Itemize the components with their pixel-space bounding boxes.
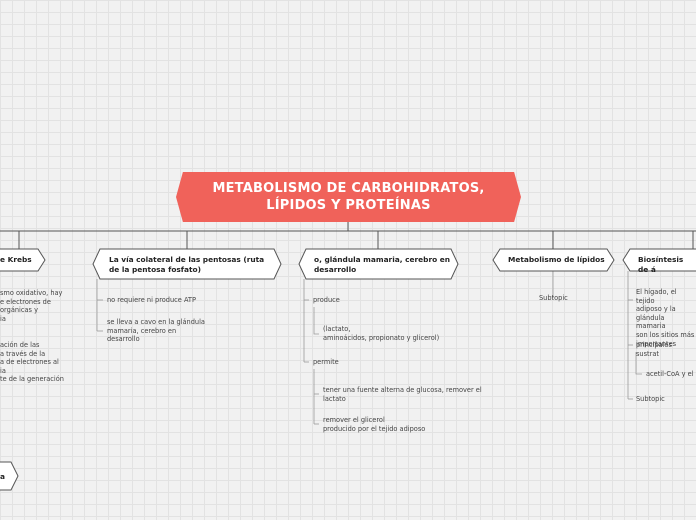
biosintesis-item-1[interactable]: El hígado, el tejido adiposo y la glándu…	[636, 288, 695, 348]
glandula-permite[interactable]: permite	[313, 358, 339, 366]
pentosas-item-2[interactable]: se lleva a cavo en la glándula mamaria, …	[107, 318, 205, 344]
biosintesis-item-3[interactable]: Subtopic	[636, 395, 665, 403]
topic-label-pentosas: La vía colateral de las pentosas (ruta d…	[109, 255, 265, 274]
central-topic-title: METABOLISMO DE CARBOHIDRATOS, LÍPIDOS Y …	[212, 181, 485, 213]
topic-box-lipidos[interactable]	[492, 248, 615, 272]
glandula-permite-child-1[interactable]: tener una fuente alterna de glucosa, rem…	[323, 386, 482, 403]
biosintesis-item-2-child[interactable]: acetil-CoA y el	[646, 370, 694, 378]
topic-label-glandula: o, glándula mamaria, cerebro en desarrol…	[314, 255, 451, 274]
glandula-produce[interactable]: produce	[313, 296, 340, 304]
glandula-permite-child-2[interactable]: remover el glicerol producido por el tej…	[323, 416, 426, 433]
topic-box-biosintesis[interactable]	[622, 248, 696, 272]
topic-box-krebs[interactable]	[0, 248, 46, 272]
topic-box-glandula[interactable]	[298, 248, 459, 280]
topic-label-biosintesis: Biosíntesis de á	[638, 255, 684, 274]
topic-box-bottom[interactable]	[0, 461, 19, 491]
topic-label-lipidos: Metabolismo de lípidos	[508, 255, 605, 264]
biosintesis-item-2[interactable]: principales sustrat	[636, 341, 672, 358]
topic-box-pentosas[interactable]	[92, 248, 282, 280]
krebs-text-1: smo oxidativo, hay e electrones de orgán…	[0, 289, 63, 323]
lipidos-subtopic[interactable]: Subtopic	[539, 294, 568, 302]
topic-label-krebs: e Krebs	[0, 255, 32, 264]
central-topic[interactable]: METABOLISMO DE CARBOHIDRATOS, LÍPIDOS Y …	[176, 172, 521, 222]
krebs-text-2: ación de las a través de la a de electro…	[0, 341, 64, 384]
glandula-produce-child[interactable]: (lactato, aminoácidos, propionato y glic…	[323, 325, 440, 342]
pentosas-item-1[interactable]: no requiere ni produce ATP	[107, 296, 196, 304]
topic-label-bottom: a	[0, 472, 5, 481]
